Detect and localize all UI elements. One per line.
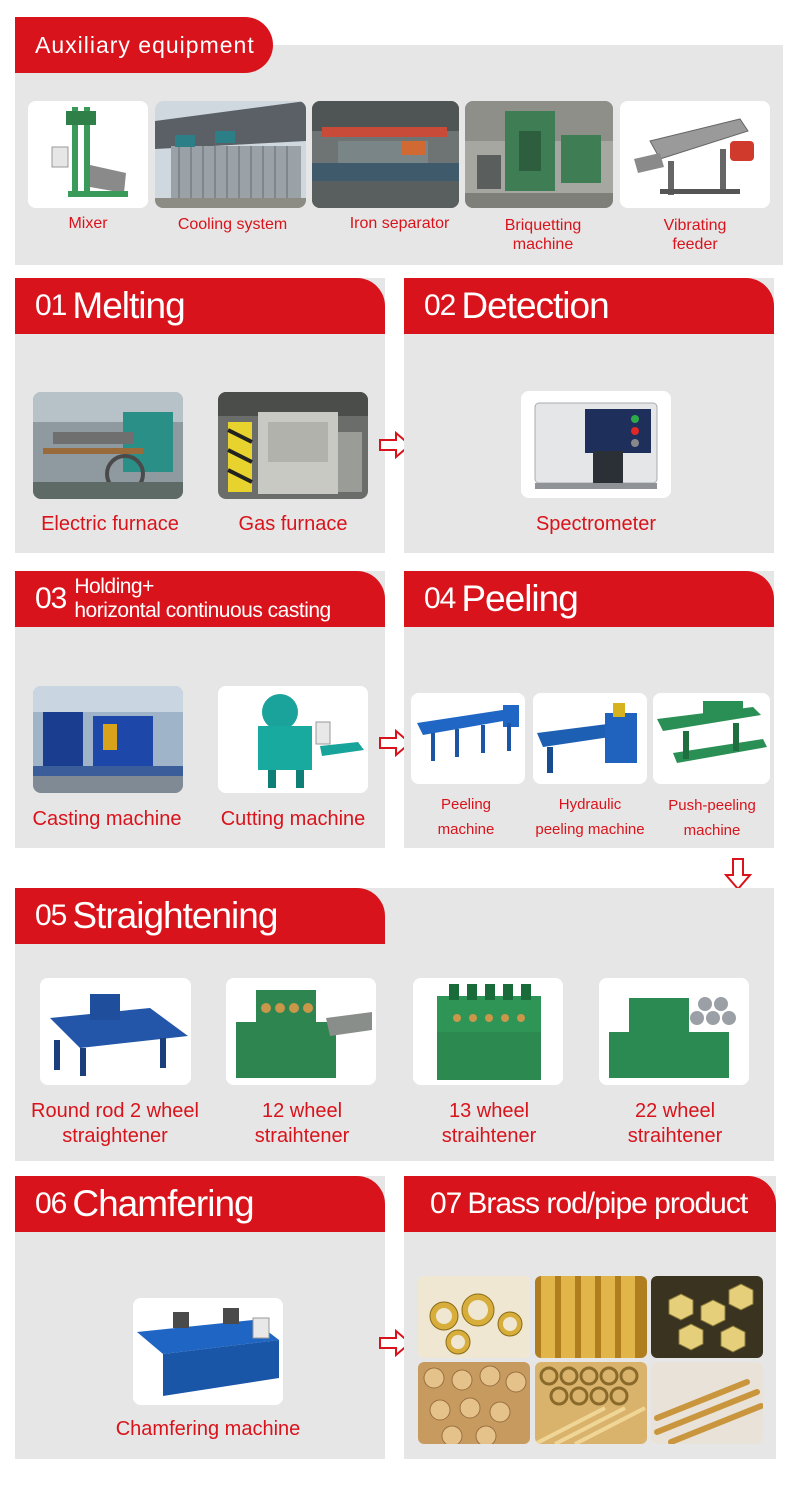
mixer-photo — [28, 101, 148, 208]
chamfering-machine-photo — [133, 1298, 283, 1405]
brass-pipe-photo — [418, 1276, 530, 1358]
22-wheel-line1: 22 wheel — [634, 1100, 716, 1122]
right-arrow-icon — [379, 729, 412, 757]
cooling-system-photo — [155, 101, 306, 208]
straightening-num: 05 — [35, 899, 67, 932]
product-title: Brass rod/pipe product — [467, 1187, 748, 1220]
straightening-title: Straightening — [72, 895, 278, 936]
spectrometer-label: Spectrometer — [535, 513, 657, 535]
22-wheel-straightener-photo — [599, 978, 749, 1085]
push-peeling-line1: Push-peeling — [668, 797, 756, 814]
cutting-machine-photo — [218, 686, 368, 793]
push-peeling-label: Push-peeling machine — [652, 793, 772, 843]
down-arrow-icon — [724, 858, 752, 891]
aux-header: Auxiliary equipment — [15, 17, 273, 73]
iron-separator-photo — [312, 101, 459, 208]
briquetting-line2: machine — [512, 236, 574, 253]
briquetting-machine-photo — [465, 101, 613, 208]
brass-fittings-photo — [418, 1362, 530, 1444]
12-wheel-label: 12 wheel straihtener — [226, 1099, 378, 1149]
brass-hex-rod-photo — [651, 1276, 763, 1358]
12-wheel-line2: straihtener — [254, 1125, 350, 1147]
hydraulic-peeling-machine-photo — [533, 693, 647, 784]
gas-furnace-photo — [218, 392, 368, 499]
electric-furnace-photo — [33, 392, 183, 499]
hydraulic-line2: peeling machine — [535, 821, 645, 838]
peeling-line1: Peeling — [440, 796, 492, 813]
22-wheel-line2: straihtener — [627, 1125, 723, 1147]
13-wheel-line2: straihtener — [441, 1125, 537, 1147]
straightening-header: 05 Straightening — [15, 888, 385, 944]
casting-header: 03 Holding+ horizontal continuous castin… — [15, 571, 385, 627]
12-wheel-line1: 12 wheel — [261, 1100, 343, 1122]
vibrating-line2: feeder — [672, 236, 718, 253]
right-arrow-icon — [379, 431, 412, 459]
peeling-line2: machine — [437, 821, 495, 838]
cooling-system-label: Cooling system — [177, 216, 288, 233]
brass-rod-photo — [535, 1276, 647, 1358]
product-num: 07 — [430, 1187, 462, 1220]
casting-machine-label: Casting machine — [32, 808, 182, 830]
briquetting-line1: Briquetting — [504, 217, 582, 234]
13-wheel-line1: 13 wheel — [448, 1100, 530, 1122]
iron-separator-label: Iron separator — [349, 215, 450, 232]
detection-header: 02 Detection — [404, 278, 774, 334]
hydraulic-line1: Hydraulic — [558, 796, 622, 813]
briquetting-machine-label: Briquetting machine — [465, 216, 621, 254]
round-rod-straightener-photo — [40, 978, 191, 1085]
vibrating-feeder-label: Vibrating feeder — [620, 216, 770, 254]
casting-machine-photo — [33, 686, 183, 793]
right-arrow-icon — [379, 1329, 412, 1357]
casting-num: 03 — [35, 582, 67, 615]
melting-title: Melting — [72, 285, 185, 326]
aux-title: Auxiliary equipment — [35, 31, 255, 58]
chamfering-machine-label: Chamfering machine — [115, 1418, 301, 1440]
gas-furnace-label: Gas furnace — [238, 513, 348, 535]
casting-title-line2: horizontal continuous casting — [74, 599, 331, 622]
cutting-machine-label: Cutting machine — [220, 808, 366, 830]
casting-title-line1: Holding+ — [74, 575, 154, 598]
round-rod-line1: Round rod 2 wheel — [31, 1100, 199, 1122]
chamfering-header: 06 Chamfering — [15, 1176, 385, 1232]
12-wheel-straightener-photo — [226, 978, 376, 1085]
vibrating-line1: Vibrating — [663, 217, 727, 234]
peeling-machine-label: Peeling machine — [411, 792, 521, 842]
hydraulic-peeling-label: Hydraulic peeling machine — [525, 792, 655, 842]
push-peeling-machine-photo — [653, 693, 770, 784]
peeling-num: 04 — [424, 582, 456, 615]
13-wheel-straightener-photo — [413, 978, 563, 1085]
22-wheel-label: 22 wheel straihtener — [599, 1099, 751, 1149]
product-header: 07 Brass rod/pipe product — [404, 1176, 776, 1232]
chamfering-title: Chamfering — [72, 1183, 254, 1224]
vibrating-feeder-photo — [620, 101, 770, 208]
melting-header: 01 Melting — [15, 278, 385, 334]
brass-tubes-photo — [535, 1362, 647, 1444]
mixer-label: Mixer — [68, 215, 108, 232]
electric-furnace-label: Electric furnace — [41, 513, 179, 535]
chamfering-num: 06 — [35, 1187, 67, 1220]
detection-title: Detection — [461, 285, 609, 326]
peeling-title: Peeling — [461, 578, 578, 619]
round-rod-straightener-label: Round rod 2 wheel straightener — [15, 1099, 215, 1149]
13-wheel-label: 13 wheel straihtener — [413, 1099, 565, 1149]
push-peeling-line2: machine — [683, 822, 741, 839]
round-rod-line2: straightener — [62, 1125, 168, 1147]
melting-num: 01 — [35, 289, 67, 322]
peeling-machine-photo — [411, 693, 525, 784]
peeling-header: 04 Peeling — [404, 571, 774, 627]
spectrometer-photo — [521, 391, 671, 498]
brass-rod-long-photo — [651, 1362, 763, 1444]
detection-num: 02 — [424, 289, 456, 322]
